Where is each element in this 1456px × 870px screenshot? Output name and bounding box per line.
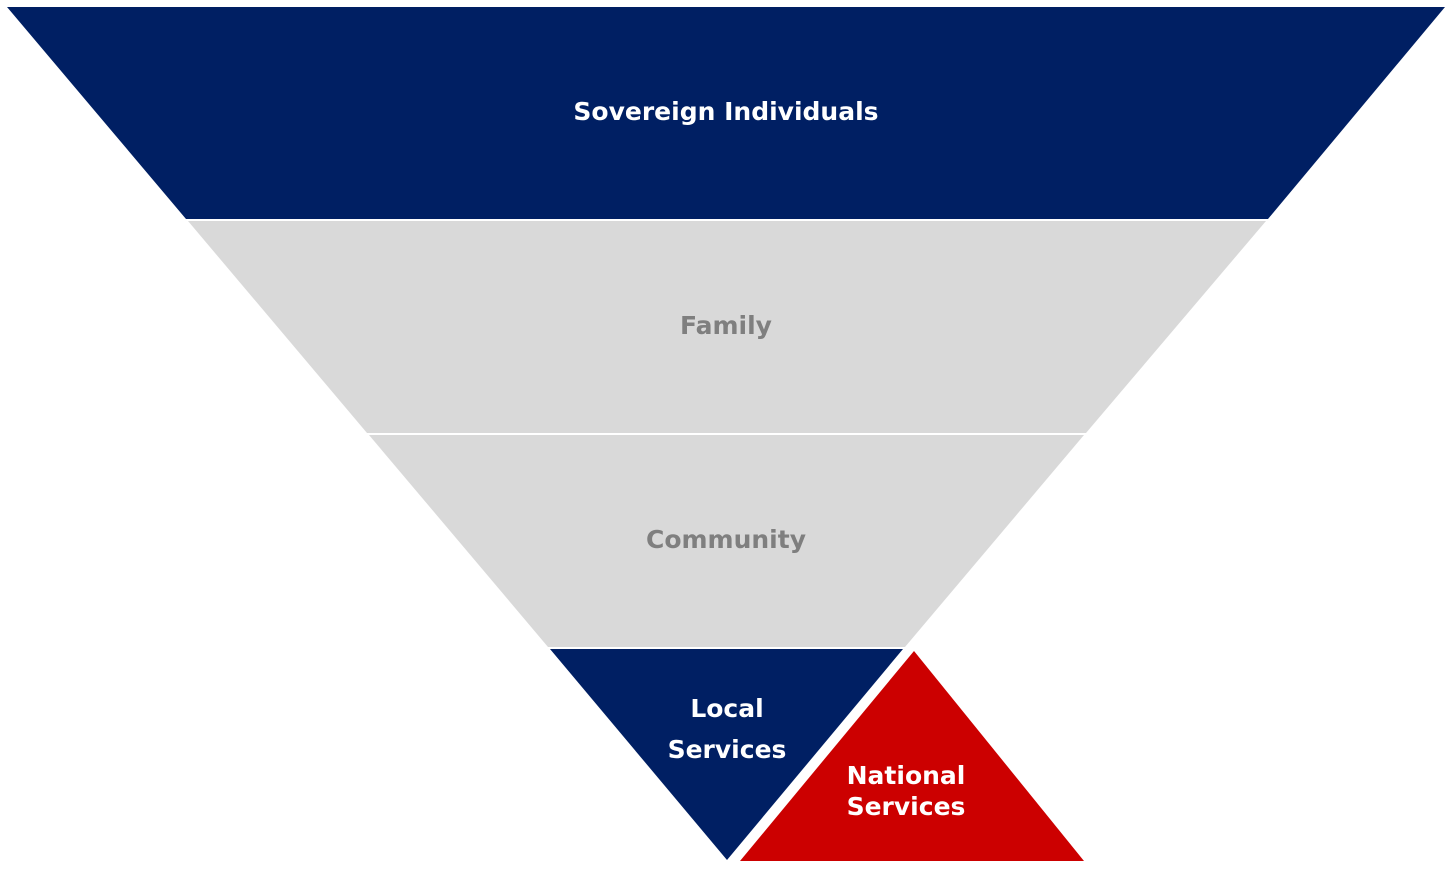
tier-community-label: Community: [646, 525, 806, 554]
local-services-label-line2: Services: [668, 735, 787, 764]
local-services-triangle: [550, 649, 903, 860]
national-services-label-line2: Services: [847, 792, 966, 821]
national-services-triangle: [740, 651, 1084, 861]
tier-sovereign-individuals: [7, 7, 1445, 219]
tier-community: [369, 435, 1084, 647]
tier-sovereign-individuals-label: Sovereign Individuals: [573, 97, 878, 126]
local-services-label-line1: Local: [690, 694, 763, 723]
tier-family-label: Family: [680, 311, 772, 340]
tier-family: [188, 221, 1266, 433]
national-services-label-line1: National: [847, 761, 966, 790]
